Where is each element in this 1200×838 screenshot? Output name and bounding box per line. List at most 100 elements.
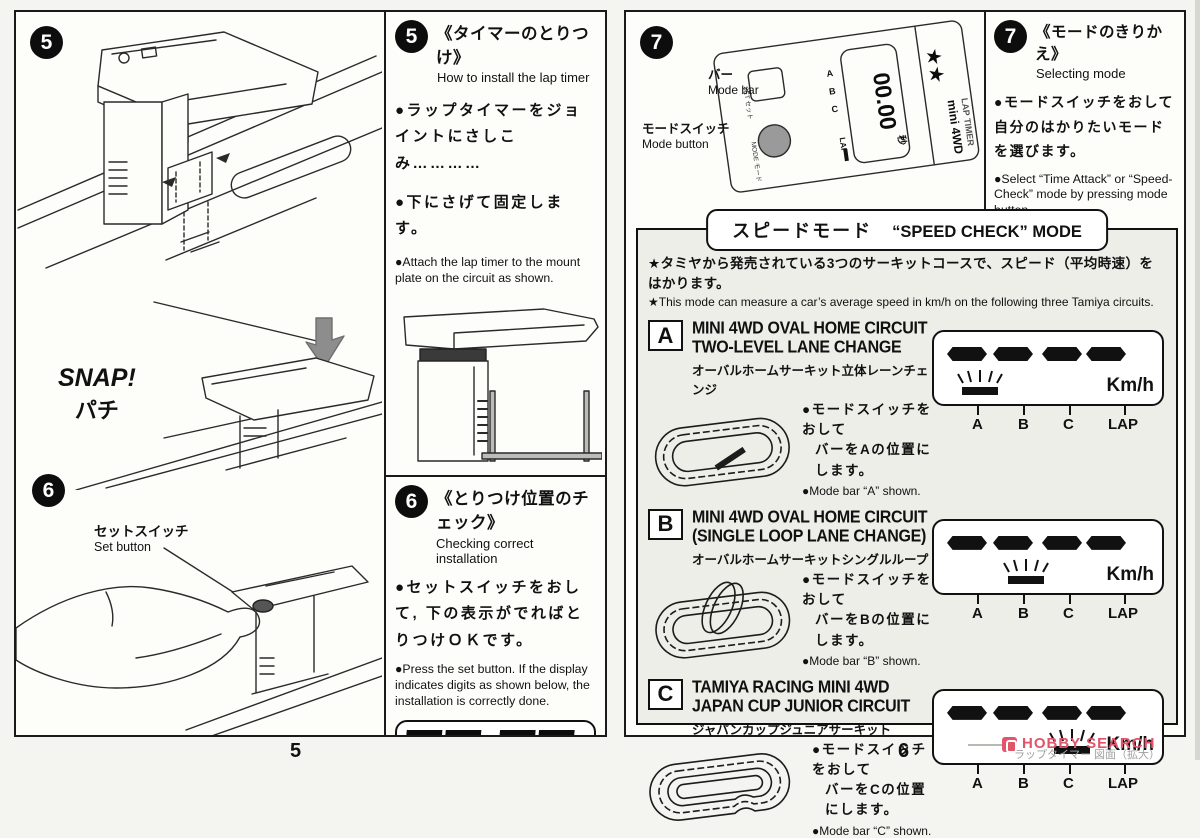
device-marker-c: C <box>831 104 839 115</box>
lcd-screen-c: Km/h <box>932 688 1164 765</box>
snap-text-en: SNAP! <box>58 364 136 392</box>
panel-label-b: B <box>1018 774 1029 792</box>
watermark-caption: ラップタイマー 図面（拡大） <box>1014 749 1161 761</box>
tick <box>1124 764 1126 774</box>
section-b-title-line2: (SINGLE LOOP LANE CHANGE) <box>692 526 926 546</box>
step5-bullet2-jp: ●下にさげて固定します。 <box>395 193 564 237</box>
section-b-bullet-jp1: ●モードスイッチをおして <box>802 571 932 608</box>
section-c-subtitle-jp: ジャパンカップジュニアサーキット <box>692 722 892 737</box>
hobby-search-watermark: HOBBY SEARCH ラップタイマー 図面（拡大） <box>968 735 1192 761</box>
oval-circuit-b-drawing <box>655 581 791 659</box>
set-button-label: セットスイッチ Set button <box>94 520 189 554</box>
tick <box>977 406 979 415</box>
step6-figure-number-badge: 6 <box>32 474 65 507</box>
snap-label: SNAP! パチ <box>58 364 136 425</box>
set-button-hand-drawing <box>16 547 382 735</box>
lcd-segment <box>1086 347 1126 361</box>
section-a-bullet-jp1: ●モードスイッチをおして <box>802 401 932 438</box>
step5-instructions: 5 《タイマーのとりつけ》 How to install the lap tim… <box>386 12 605 287</box>
step6-title-en-line1: Checking correct <box>436 536 534 552</box>
glow-rays-icon <box>1049 728 1095 744</box>
section-b-bullet-en: ●Mode bar “B” shown. <box>802 653 921 668</box>
lcd-screen-b: Km/h <box>932 518 1164 595</box>
left-page-number: 5 <box>290 740 302 762</box>
snap-drawing <box>75 301 382 490</box>
panel-label-c: C <box>1063 774 1074 792</box>
installed-timer-side-view <box>386 287 605 475</box>
lcd-segment <box>947 705 987 720</box>
tick <box>1069 406 1071 415</box>
tick <box>1069 764 1071 774</box>
step6-instructions: 6 《とりつけ位置のチェック》 Checking correct install… <box>386 475 605 735</box>
section-a-badge: A <box>648 320 683 351</box>
lcd-segment <box>1042 535 1082 550</box>
step7-bullet-jp: ●モードスイッチをおして自分のはかりたいモードを選びます。 <box>994 94 1175 159</box>
tick <box>1023 764 1025 774</box>
panel-label-c: C <box>1063 604 1074 622</box>
mode-bar-indicator-b <box>1008 575 1044 584</box>
left-illustration-area: 5 <box>16 12 384 735</box>
scan-edge-shadow <box>1195 0 1200 760</box>
lcd-labels-c: A B C LAP <box>932 764 1164 797</box>
mode-bar-indicator-a <box>962 387 998 395</box>
speed-mode-intro-jp: ★タミヤから発売されている3つのサーキットコースで、スピード（平均時速）をはかり… <box>648 256 1154 291</box>
tick <box>1023 594 1025 604</box>
panel-label-lap: LAP <box>1108 774 1138 792</box>
step5-bullet-en: ●Attach the lap timer to the mount plate… <box>395 255 581 286</box>
section-a-subtitle-jp: オーバルホームサーキット立体レーンチェンジ <box>692 363 929 397</box>
section-b-bullet-jp2: バーをBの位置にします。 <box>815 612 932 648</box>
snap-text-jp: パチ <box>74 398 119 423</box>
lcd-segment <box>993 705 1033 720</box>
mode-bar-callout: バー Mode bar <box>708 64 759 97</box>
lcd-screen-a: Km/h <box>932 330 1164 406</box>
step5-number-badge: 5 <box>30 26 63 59</box>
japan-cup-circuit-drawing <box>649 752 791 821</box>
left-page: 5 <box>14 10 607 737</box>
mode-button-label-jp: モードスイッチ <box>642 122 730 136</box>
glow-rays-icon <box>957 369 1003 385</box>
panel-label-a: A <box>972 774 983 792</box>
lcd-segment <box>993 347 1033 361</box>
section-c-title: TAMIYA RACING MINI 4WD JAPAN CUP JUNIOR … <box>692 677 910 717</box>
step6-number-badge-text: 6 <box>395 485 428 519</box>
device-display-unit: 秒 <box>895 134 909 146</box>
tick <box>977 594 979 604</box>
step7-instructions: 7 《モードのきりかえ》 Selecting mode ●モードスイッチをおして… <box>984 12 1184 220</box>
tick <box>1124 594 1126 604</box>
left-page-text-column: 5 《タイマーのとりつけ》 How to install the lap tim… <box>384 12 605 735</box>
panel-label-a: A <box>972 604 983 622</box>
panel-label-lap: LAP <box>1108 604 1138 622</box>
set-button-label-en: Set button <box>94 540 151 554</box>
lap-timer-device-drawing: 00.00 秒 A B C LAP SET セット MODE モード ★★ mi… <box>713 20 980 193</box>
section-c-badge: C <box>648 678 683 710</box>
hobby-search-logo-text: HOBBY SEARCH <box>1022 735 1156 752</box>
step7-number-badge-text: 7 <box>994 20 1027 53</box>
panel-label-c: C <box>1063 416 1074 433</box>
step6-title-en-line2: installation <box>436 551 498 567</box>
step5-installation-drawing <box>17 31 382 269</box>
panel-label-lap: LAP <box>1108 416 1138 433</box>
tick <box>1023 406 1025 415</box>
speed-mode-title-en: “SPEED CHECK” MODE <box>892 223 1082 241</box>
section-b-badge: B <box>648 508 683 540</box>
lcd-segment <box>947 347 987 361</box>
lcd-segment <box>1086 535 1126 550</box>
step6-bullet-jp: ●セットスイッチをおして, 下の表示がでればとりつけＯＫです。 <box>395 579 584 649</box>
oval-circuit-a-drawing <box>654 417 790 487</box>
panel-label-b: B <box>1018 416 1029 433</box>
lcd-segment <box>1086 705 1126 720</box>
circuit-section-a: A MINI 4WD OVAL HOME CIRCUIT TWO-LEVEL L… <box>648 318 1164 498</box>
section-c-bullet-en: ●Mode bar “C” shown. <box>812 823 932 838</box>
step6-bullet-en: ●Press the set button. If the display in… <box>395 661 590 708</box>
mode-button-label-en: Mode button <box>642 137 709 151</box>
glow-rays-icon <box>1003 558 1049 574</box>
mode-button-callout: モードスイッチ Mode button <box>642 118 730 151</box>
section-c-title-line1: TAMIYA RACING MINI 4WD <box>692 677 890 697</box>
device-marker-b: B <box>828 86 836 97</box>
section-a-title-line1: MINI 4WD OVAL HOME CIRCUIT <box>692 318 928 338</box>
watermark-rule <box>968 744 1008 746</box>
tick <box>1124 406 1126 415</box>
side-view-drawing <box>403 308 602 462</box>
panel-label-a: A <box>972 416 983 433</box>
speed-mode-title-jp: スピードモード <box>732 221 873 241</box>
